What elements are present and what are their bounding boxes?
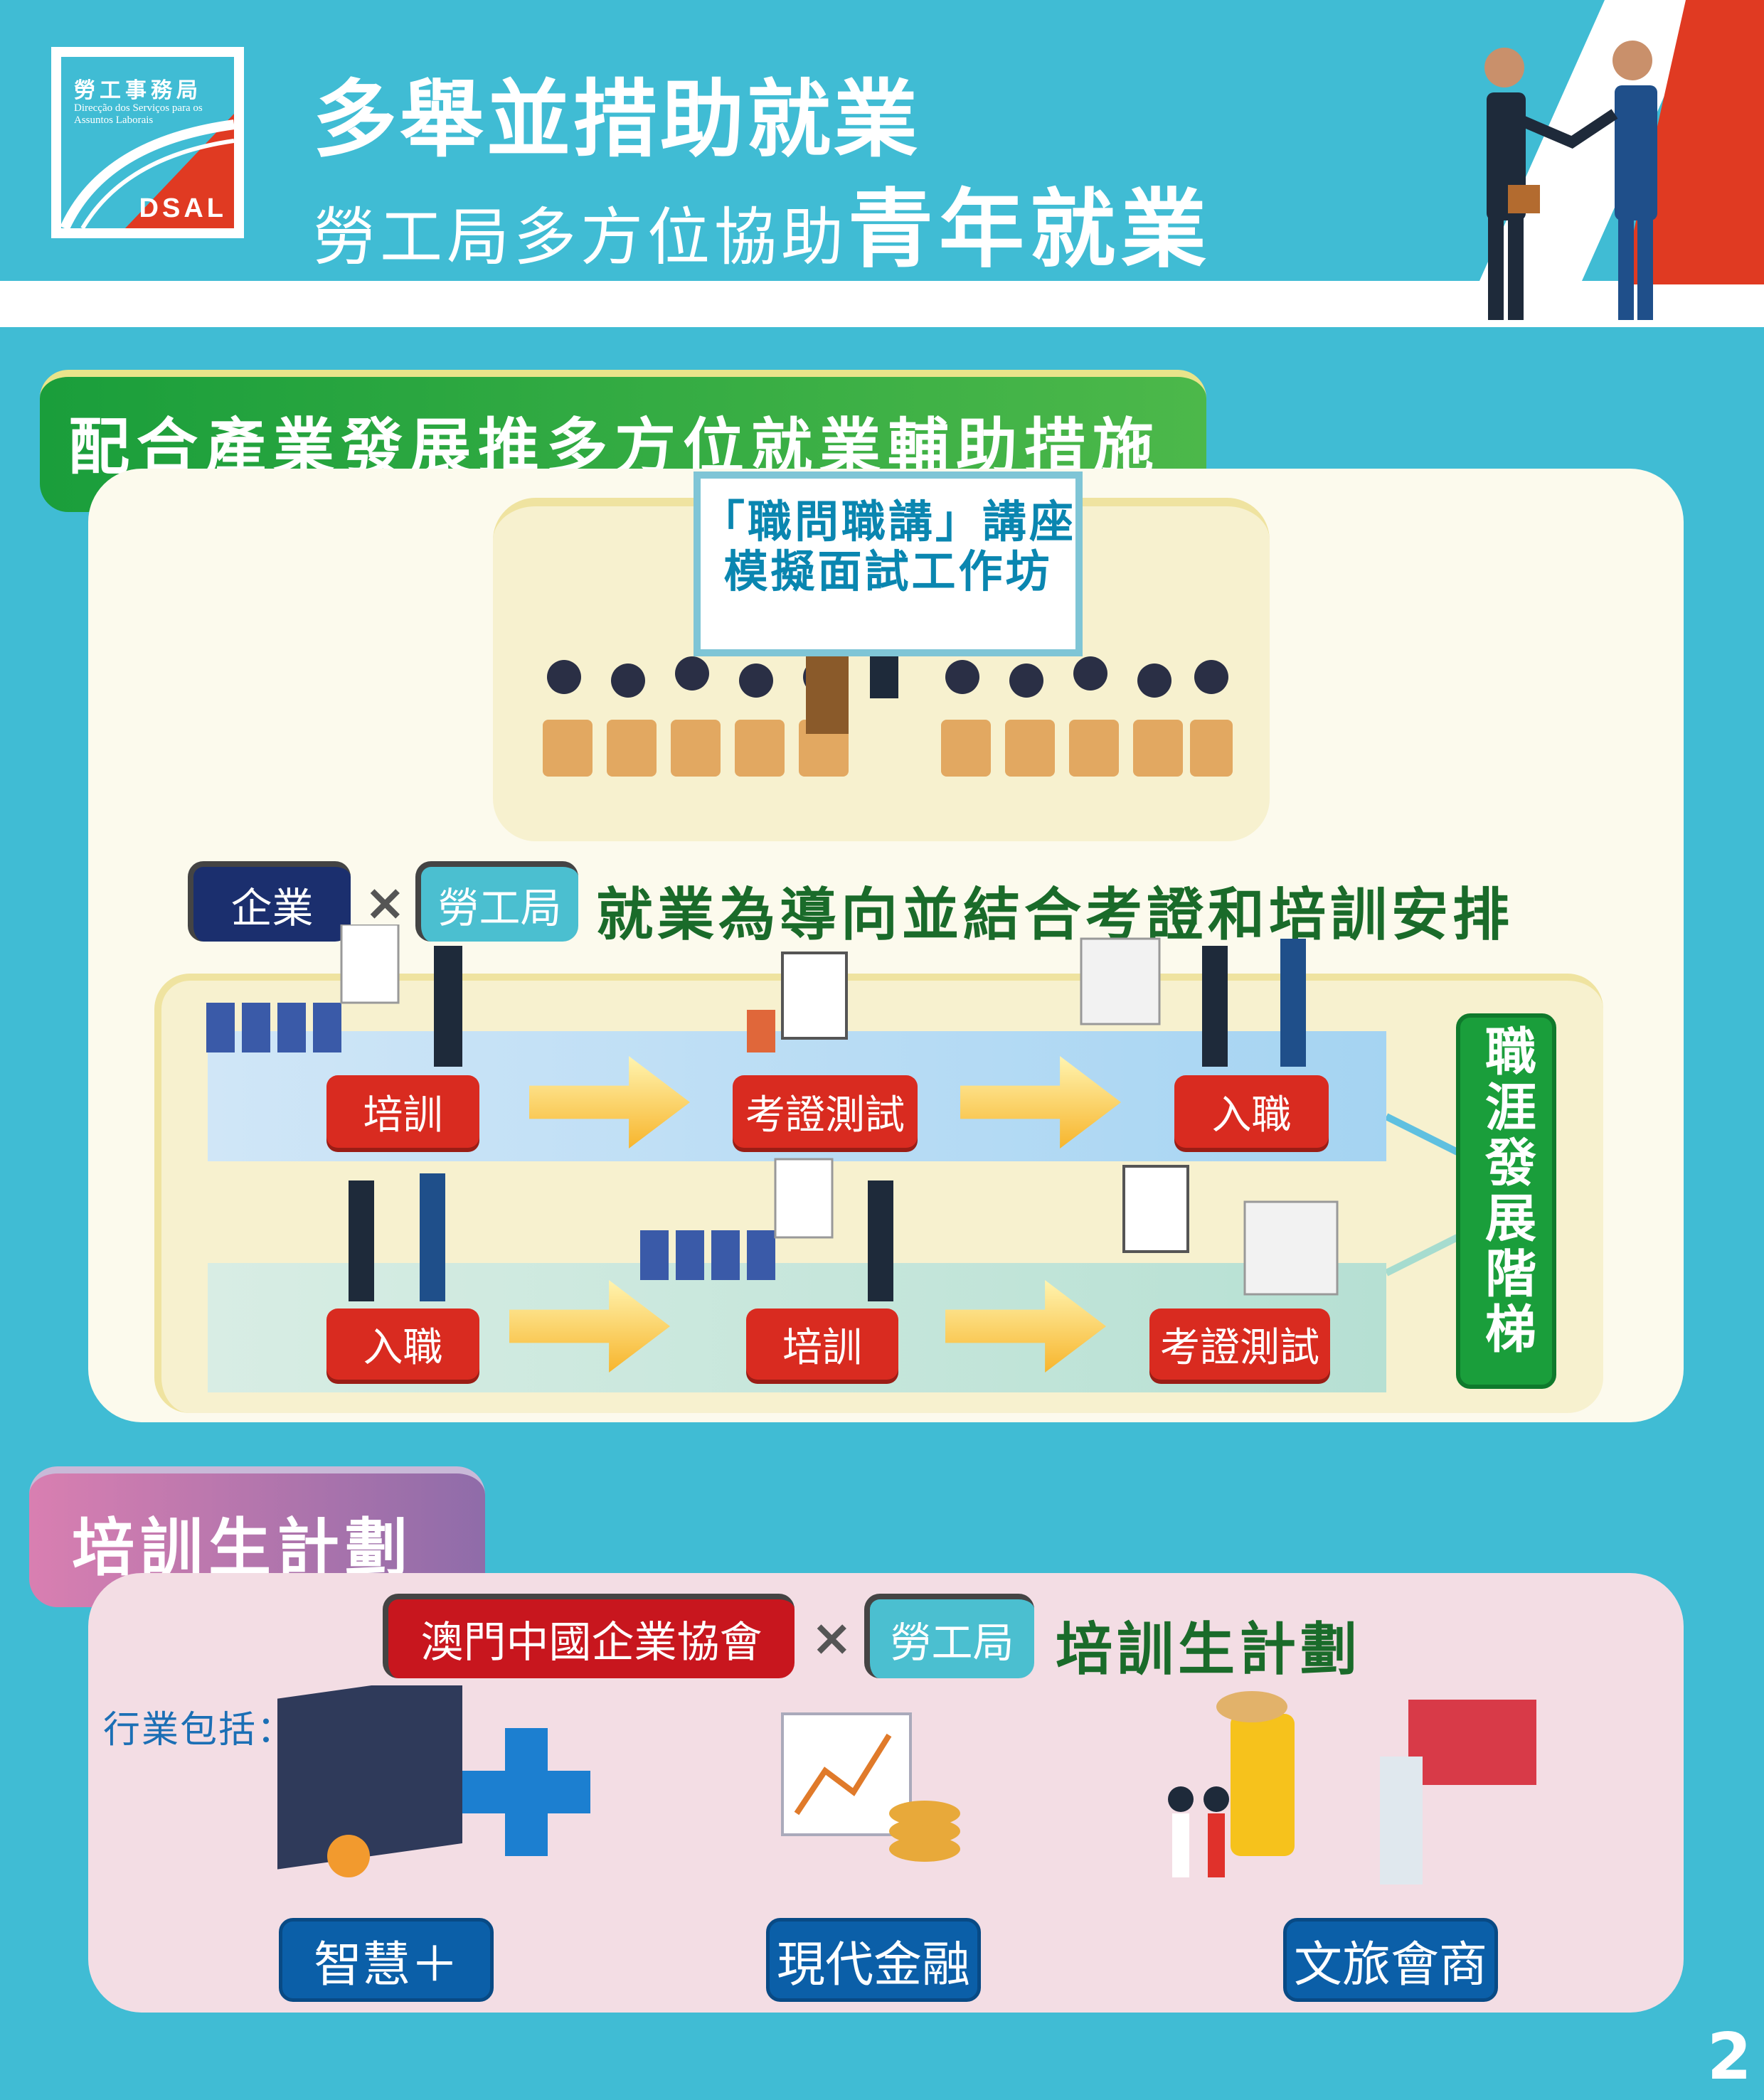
header-banner: [0, 0, 1764, 281]
section2-title: 培訓生計劃: [72, 1511, 414, 1584]
page-title: 多舉並措助就業: [313, 70, 921, 169]
logo-swoosh-icon: [61, 114, 234, 228]
handshake-illustration: [1484, 41, 1657, 320]
logo-abbr: DSAL: [139, 193, 227, 223]
subtitle-emphasis: 青年就業: [848, 181, 1213, 279]
step-training: 培訓: [746, 1308, 898, 1380]
sector-illustrations: [277, 1685, 1536, 1885]
page-number: 2: [1707, 2020, 1752, 2094]
times-symbol: ×: [364, 873, 406, 932]
sector-smart-plus: 智慧＋: [279, 1918, 494, 2002]
row-title: 就業為導向並結合考證和培訓安排: [596, 882, 1514, 948]
partner-dsal-badge: 勞工局: [415, 861, 578, 942]
logo-name-cn: 勞工事務局: [74, 78, 202, 103]
career-ladder-text: 職涯發展階梯: [1476, 1025, 1536, 1358]
sector-tourism-commerce: 文旅會商: [1283, 1918, 1498, 2002]
logo-name-pt: Direcção dos Serviços para os Assuntos L…: [74, 102, 203, 126]
includes-label: 行業包括：: [103, 1709, 296, 1752]
step-employment: 入職: [1174, 1075, 1329, 1148]
board-line2: 模擬面試工作坊: [723, 545, 1053, 597]
step-exam: 考證測試: [733, 1075, 918, 1148]
divider: [0, 281, 1764, 327]
board-line1: 「職問職講」講座: [701, 496, 1077, 548]
audience-illustration: [543, 613, 1233, 777]
connector-lines: [1386, 1113, 1457, 1276]
dsal-logo: 勞工事務局 Direcção dos Serviços para os Assu…: [51, 47, 244, 238]
flow-illustrations: [206, 924, 1339, 1301]
page-subtitle: 勞工局多方位協助青年就業: [313, 160, 1212, 284]
career-ladder-label: 職涯發展階梯: [1456, 1013, 1556, 1389]
step-employment: 入職: [326, 1308, 479, 1380]
partner-association-badge: 澳門中國企業協會: [383, 1594, 795, 1678]
partner-enterprise-badge: 企業: [188, 861, 351, 942]
sector-modern-finance: 現代金融: [766, 1918, 981, 2002]
times-symbol: ×: [811, 1609, 853, 1667]
step-exam: 考證測試: [1149, 1308, 1330, 1380]
program-title: 培訓生計劃: [1056, 1616, 1361, 1683]
partner-dsal-badge: 勞工局: [864, 1594, 1034, 1678]
seminar-whiteboard: 「職問職講」講座 模擬面試工作坊: [694, 471, 1083, 656]
step-training: 培訓: [326, 1075, 479, 1148]
subtitle-prefix: 勞工局多方位協助: [313, 201, 849, 274]
